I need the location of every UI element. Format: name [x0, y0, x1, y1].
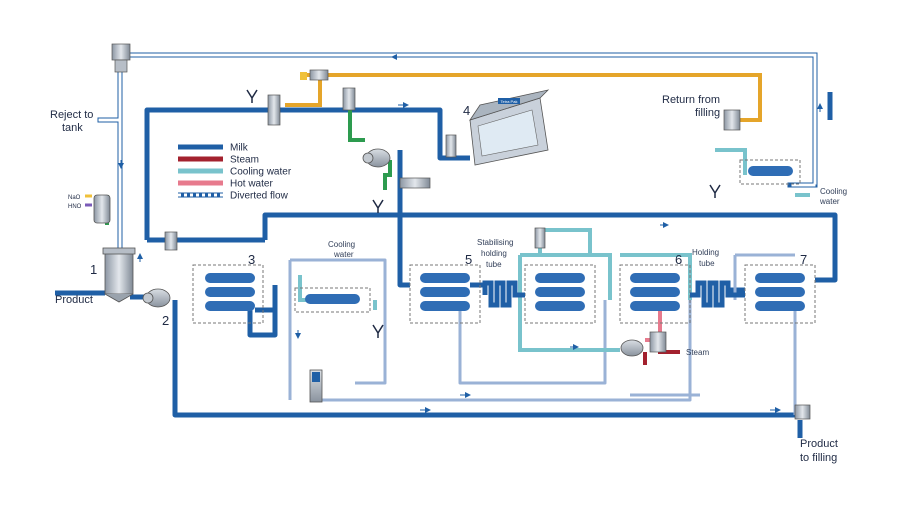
label-holding-1: Holding: [692, 248, 719, 257]
diverted-flow-lines: [97, 52, 818, 258]
label-return-2: filling: [695, 107, 720, 119]
label-hno: HNO: [68, 204, 82, 210]
legend-item: Steam: [178, 155, 259, 166]
legend-item: Diverted flow: [178, 191, 289, 202]
label-stabilising-1: Stabilising: [477, 238, 513, 247]
number-2: 2: [162, 313, 169, 328]
stabilising-holding-tube-coil: [482, 280, 525, 308]
cooling-water-lines: [298, 148, 810, 352]
legend-label: Diverted flow: [230, 191, 289, 202]
booster-pump: [362, 148, 391, 168]
label-product: Product: [55, 294, 93, 306]
heat-exchanger-stabilising: [524, 264, 596, 324]
cooler-right: [739, 159, 801, 185]
chemical-dosing-vessel: [85, 194, 111, 224]
number-7: 7: [800, 252, 807, 267]
legend-item: Milk: [178, 143, 249, 154]
label-stabilising-3: tube: [486, 260, 502, 269]
label-cooling-water-right-1: Cooling: [820, 187, 847, 196]
cooler-left: [294, 287, 371, 313]
divert-valve-top-left: [111, 43, 131, 73]
number-1: 1: [90, 262, 97, 277]
number-5: 5: [465, 252, 472, 267]
aseptic-machine: Tetra Pak: [469, 89, 550, 166]
valve-top: [164, 69, 811, 420]
feed-pump: [142, 288, 171, 308]
drain-symbols: [246, 89, 721, 338]
flow-arrows: [118, 54, 823, 413]
legend-label: Milk: [230, 143, 249, 154]
label-stabilising-2: holding: [481, 249, 507, 258]
diagram-labels: Reject to tank Product Product to fillin…: [50, 94, 847, 464]
label-reject-line1: Reject to: [50, 109, 93, 121]
label-cooling-water-left-1: Cooling: [328, 240, 355, 249]
heat-exchanger-6: [619, 264, 691, 324]
heat-exchanger-5: [409, 264, 481, 324]
legend-label: Steam: [230, 155, 259, 166]
label-return-1: Return from: [662, 94, 720, 106]
machine-brand-label: Tetra Pak: [501, 99, 518, 104]
legend-item: Cooling water: [178, 167, 292, 178]
balance-tank: [102, 247, 136, 303]
legend-item: Hot water: [178, 179, 273, 190]
number-4: 4: [463, 103, 470, 118]
label-naoh: NaO: [68, 195, 81, 201]
label-product-to-filling-2: to filling: [800, 452, 837, 464]
heat-exchanger-7: [744, 264, 816, 324]
number-6: 6: [675, 252, 682, 267]
holding-tube-coil: [690, 280, 745, 308]
label-cooling-water-left-2: water: [333, 250, 354, 259]
legend-label: Hot water: [230, 179, 273, 190]
yellow-line: [285, 73, 762, 122]
label-cooling-water-right-2: water: [819, 197, 840, 206]
label-product-to-filling-1: Product: [800, 438, 838, 450]
hot-water-pump: [620, 339, 644, 357]
label-reject-line2: tank: [62, 122, 83, 134]
homogeniser-pump: [309, 369, 323, 403]
number-3: 3: [248, 252, 255, 267]
label-holding-2: tube: [699, 259, 715, 268]
legend-label: Cooling water: [230, 167, 292, 178]
heat-exchanger-3: [192, 264, 264, 324]
label-steam: Steam: [686, 348, 709, 357]
